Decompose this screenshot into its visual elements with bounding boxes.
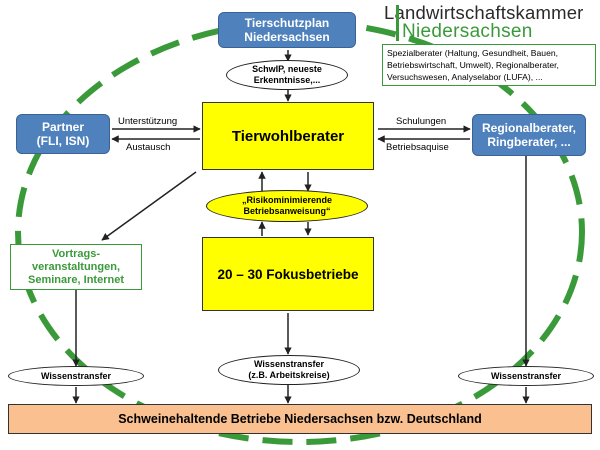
label-austausch: Austausch (126, 142, 171, 153)
logo-line2: Niedersachsen (402, 21, 533, 42)
schwip-ellipse: SchwIP, neueste Erkenntnisse,... (226, 60, 348, 90)
tierwohlberater-label: Tierwohlberater (231, 127, 345, 145)
wissenstransfer-center: Wissenstransfer (z.B. Arbeitskreise) (218, 355, 360, 385)
spezialberater-box: Spezialberater (Haltung, Gesundheit, Bau… (382, 44, 596, 86)
regionalberater-box: Regionalberater, Ringberater, ... (472, 114, 586, 156)
wissenstransfer-right: Wissenstransfer (458, 366, 594, 386)
schwip-line1: SchwIP, neueste (252, 64, 322, 74)
wissenstransfer-left: Wissenstransfer (8, 366, 144, 386)
risiko-line2: Betriebsanweisung“ (243, 206, 331, 216)
tierschutzplan-line1: Tierschutzplan (244, 16, 330, 30)
wissen-center-line2: (z.B. Arbeitskreise) (248, 370, 330, 380)
risiko-ellipse: „Risikominimierende Betriebsanweisung“ (206, 190, 368, 222)
wissen-center-line1: Wissenstransfer (254, 359, 324, 369)
tierschutzplan-line2: Niedersachsen (244, 30, 330, 44)
spezial-line-1: Spezialberater (Haltung, Gesundheit, Bau… (387, 48, 559, 58)
tierwohlberater-box: Tierwohlberater (202, 102, 374, 170)
bottom-bar-label: Schweinehaltende Betriebe Niedersachsen … (118, 412, 482, 426)
logo-line1: Landwirtschaftskammer (384, 2, 584, 23)
schwip-line2: Erkenntnisse,... (253, 75, 321, 85)
tierschutzplan-box: Tierschutzplan Niedersachsen (218, 12, 356, 48)
partner-line1: Partner (41, 120, 85, 134)
vortrag-line1: Vortrags- (51, 247, 101, 260)
logo: Landwirtschaftskammer Niedersachsen (382, 2, 598, 42)
label-schulungen: Schulungen (396, 116, 447, 127)
wissen-right-label: Wissenstransfer (491, 370, 561, 381)
arrow-twb-to-vortrag (101, 171, 197, 241)
spezial-line-3: Versuchswesen, Analyselabor (LUFA), ... (387, 72, 543, 82)
wissen-left-label: Wissenstransfer (41, 370, 111, 381)
vortrag-line3: Seminare, Internet (28, 273, 124, 286)
regionalberater-line1: Regionalberater, (481, 121, 577, 135)
spezial-line-2: Betriebswirtschaft, Umwelt), Regionalber… (387, 60, 559, 70)
bottom-bar: Schweinehaltende Betriebe Niedersachsen … (8, 404, 592, 434)
logo-green-bar (396, 5, 399, 41)
label-unterstuetzung: Unterstützung (118, 116, 178, 127)
fokusbetriebe-label: 20 – 30 Fokusbetriebe (217, 266, 359, 282)
risiko-line1: „Risikominimierende (241, 195, 333, 205)
partner-line2: (FLI, ISN) (36, 134, 90, 148)
vortrag-box: Vortrags- veranstaltungen, Seminare, Int… (10, 244, 142, 290)
vortrag-line2: veranstaltungen, (31, 260, 121, 273)
label-betriebsaquise: Betriebsaquise (386, 142, 449, 153)
regionalberater-line2: Ringberater, ... (487, 135, 571, 149)
partner-box: Partner (FLI, ISN) (16, 114, 110, 154)
fokusbetriebe-box: 20 – 30 Fokusbetriebe (202, 237, 374, 311)
